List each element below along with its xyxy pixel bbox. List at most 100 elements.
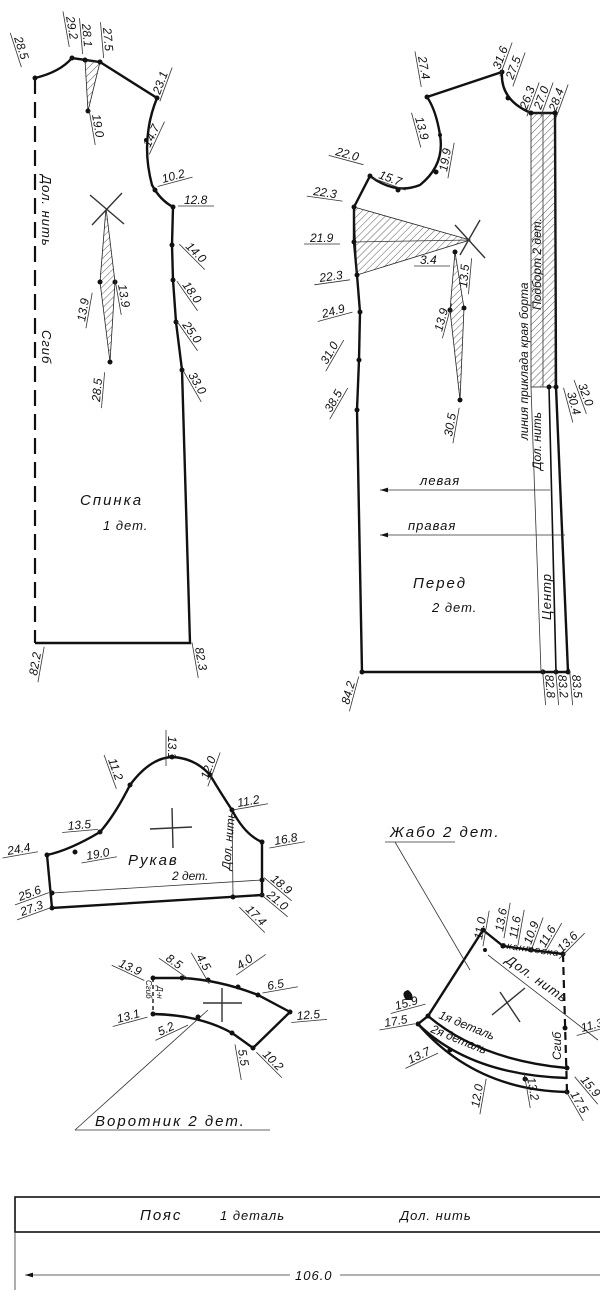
leader-line: [148, 121, 165, 155]
collar-title: Воротник 2 дет.: [95, 1113, 246, 1130]
dimension-value: 25.0: [179, 318, 205, 346]
dimension-value: 84.2: [338, 679, 358, 705]
leader-line: [88, 109, 96, 145]
dimension-label: 14.0: [179, 239, 210, 270]
cross-mark-icon: [149, 807, 193, 849]
dimension-value: 15.9: [393, 993, 419, 1013]
leader-line: [2, 851, 38, 859]
back-outline: [34, 56, 192, 645]
dimension-value: 13.9: [117, 956, 144, 979]
leader-line: [555, 84, 569, 119]
leader-line: [558, 932, 585, 959]
dimension-label: 12.5: [291, 1007, 328, 1023]
leader-line: [563, 387, 574, 423]
collar-pointer-line: [74, 1009, 209, 1131]
jabot-title: Жабо 2 дет.: [389, 824, 501, 841]
front-center-label: Центр: [539, 573, 554, 620]
dimension-value: 12.8: [184, 193, 208, 207]
jabot-pointer-line: [394, 841, 471, 971]
belt-length: 106.0: [295, 1268, 333, 1283]
dimension-label: 13.5: [456, 258, 473, 295]
leader-line: [482, 910, 490, 947]
dimension-label: 10.2: [256, 1047, 287, 1078]
dimension-value: 13.7: [405, 1044, 433, 1067]
dimension-label: 21.9: [304, 231, 340, 245]
dimension-label: 19.0: [88, 109, 107, 145]
leader-line: [263, 877, 292, 902]
front-piece: левая правая Перед 2 дет. Центр линия пр…: [351, 69, 571, 675]
dimension-value: 11.2: [236, 792, 261, 810]
front-count: 2 дет.: [431, 600, 477, 615]
leader-line: [468, 258, 473, 295]
dimension-value: 11.2: [105, 756, 126, 782]
cross-mark-icon: [491, 987, 526, 1023]
dimension-label: 11.0: [471, 910, 490, 947]
leader-line: [564, 1089, 584, 1122]
leader-line: [62, 828, 99, 833]
dimension-value: 11.3: [579, 1015, 600, 1034]
dimension-value: 6.5: [266, 976, 285, 993]
sleeve-title: Рукав: [128, 852, 179, 869]
dimension-value: 19.0: [85, 845, 111, 863]
sleeve-piece: Рукав 2 дет. Дол. нить: [44, 754, 265, 911]
back-grain-label: Дол. нить: [39, 173, 54, 247]
leader-line: [314, 279, 351, 286]
leader-line: [62, 11, 70, 47]
dimension-value: 82.2: [26, 651, 44, 677]
belt-grain-label: Дол. нить: [398, 1208, 472, 1223]
dimension-value: 13.9: [431, 306, 451, 332]
back-piece: Сгиб Дол. нить Спинка 1 дет.: [32, 55, 192, 645]
dimension-label: 13.5: [62, 817, 99, 833]
leader-line: [262, 986, 298, 994]
leader-line: [447, 142, 455, 179]
dimension-label: 82.2: [26, 646, 45, 683]
leader-line: [155, 1024, 189, 1041]
dimension-value: 10.2: [260, 1047, 287, 1074]
leader-line: [158, 957, 189, 980]
leader-line: [452, 407, 460, 444]
back-shoulder-dart: [84, 59, 101, 112]
dimension-label: 82.3: [191, 642, 210, 678]
leader-line: [371, 177, 406, 191]
dimension-label: 3.4: [414, 253, 450, 267]
dimension-value: 27.5: [100, 26, 116, 52]
dimension-value: 13.5: [67, 817, 92, 833]
dimension-label: 13.1: [112, 1006, 148, 1027]
dimension-label: 28.5: [9, 32, 32, 68]
leader-line: [81, 856, 117, 864]
dimension-value: 13.9: [74, 297, 92, 323]
dimension-label: 19.0: [81, 845, 117, 864]
back-title: Спинка: [80, 492, 143, 509]
front-edge-line-label: линия приклада края борта: [517, 282, 531, 441]
leader-line: [85, 292, 93, 329]
dimension-value: 16.8: [273, 830, 299, 848]
dimension-value: 22.3: [317, 268, 343, 285]
dimension-value: 82.8: [542, 674, 558, 699]
dimension-label: 13.9: [431, 303, 453, 339]
jabot-fold-label: Сгиб: [550, 1031, 564, 1060]
leader-line: [179, 243, 206, 270]
dimension-value: 12.5: [296, 1007, 321, 1023]
leader-line: [499, 42, 513, 77]
dimension-value: 24.4: [5, 840, 32, 858]
dimension-value: 27.4: [415, 54, 433, 81]
dimension-label: 13.6: [492, 902, 511, 939]
dimension-label: 27.5: [100, 22, 116, 59]
belt-title: Пояс: [140, 1207, 182, 1224]
leader-line: [512, 52, 526, 87]
dimension-label: 83.5: [569, 669, 585, 706]
dimension-label: 13.1: [165, 730, 179, 766]
belt-outline: [14, 1196, 600, 1233]
dimension-value: 19.0: [89, 113, 107, 139]
cross-mark-icon: [454, 219, 486, 259]
dimension-label: 24.9: [317, 301, 353, 322]
dimension-value: 14.7: [140, 121, 163, 149]
leader-line: [207, 752, 221, 787]
dimension-value: 13.1: [165, 736, 179, 759]
dimension-label: 13.9: [411, 112, 432, 148]
leader-line: [306, 195, 343, 202]
leader-line: [543, 922, 563, 955]
dimension-label: 38.5: [321, 387, 349, 420]
leader-line: [479, 1078, 487, 1115]
belt-count: 1 деталь: [220, 1208, 285, 1223]
